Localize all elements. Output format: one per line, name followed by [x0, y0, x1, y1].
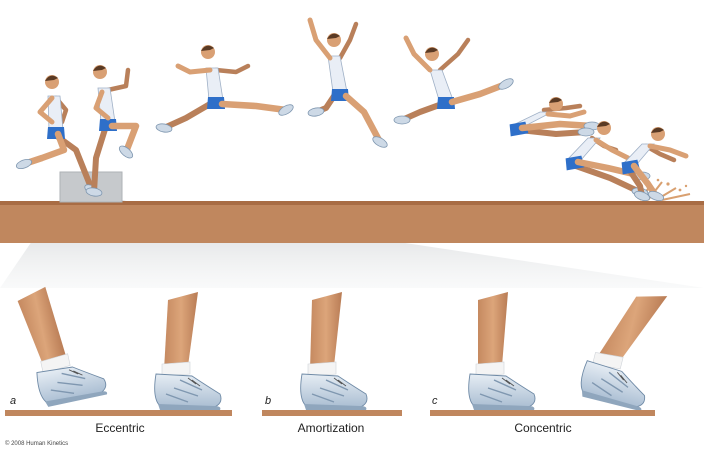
- athlete-figure: [155, 45, 295, 133]
- panel-a-letter: a: [10, 395, 16, 407]
- foot-shoe-icon: [155, 292, 221, 410]
- athlete-figure: [394, 38, 515, 124]
- runway-ground: [0, 201, 704, 243]
- panel-b-ground: [262, 410, 402, 416]
- panel-c-ground: [430, 410, 655, 416]
- foot-shoe-icon: [577, 281, 670, 412]
- athlete-figure: [509, 97, 600, 136]
- panel-c-letter: c: [432, 395, 438, 407]
- phase-label-eccentric: Eccentric: [95, 421, 144, 435]
- foot-shoe-icon: [16, 279, 108, 409]
- panel-a-ground: [5, 410, 232, 416]
- athlete-figure: [15, 75, 101, 197]
- foot-shoe-icon: [469, 292, 535, 410]
- athlete-figure: [307, 20, 389, 149]
- panel-b-letter: b: [265, 395, 271, 407]
- foot-panels: [16, 279, 670, 412]
- athlete-figure: [621, 127, 686, 202]
- foot-shoe-icon: [301, 292, 367, 410]
- phase-label-amortization: Amortization: [298, 421, 365, 435]
- phase-label-concentric: Concentric: [514, 421, 571, 435]
- copyright-notice: © 2008 Human Kinetics: [5, 441, 68, 447]
